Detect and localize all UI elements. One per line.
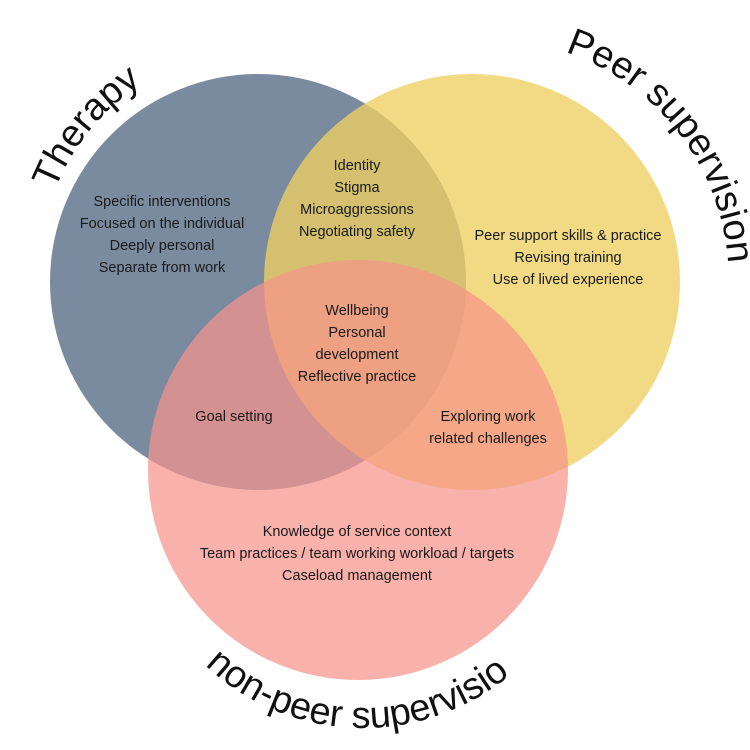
therapy-only-item: Deeply personal xyxy=(110,238,215,254)
nonpeer-only-item: Knowledge of service context xyxy=(263,524,452,540)
therapy-peer-item: Stigma xyxy=(334,180,380,196)
therapy-peer-item: Negotiating safety xyxy=(299,224,416,240)
peer-only-item: Revising training xyxy=(514,250,621,266)
peer-only-item: Use of lived experience xyxy=(493,272,644,288)
therapy-only-item: Specific interventions xyxy=(93,194,230,210)
non-peer-supervision-circle xyxy=(148,260,568,680)
therapy-only-item: Separate from work xyxy=(99,260,226,276)
therapy-nonpeer-item: Goal setting xyxy=(195,409,272,425)
peer-nonpeer-item: related challenges xyxy=(429,431,547,447)
all-three-item: development xyxy=(315,347,398,363)
nonpeer-only-item: Caseload management xyxy=(282,568,432,584)
all-three-item: Reflective practice xyxy=(298,369,416,385)
therapy-peer-item: Identity xyxy=(334,158,381,174)
therapy-peer-item: Microaggressions xyxy=(300,202,414,218)
peer-nonpeer-item: Exploring work xyxy=(440,409,536,425)
all-three-item: Wellbeing xyxy=(325,303,388,319)
therapy-only-item: Focused on the individual xyxy=(80,216,244,232)
peer-only-item: Peer support skills & practice xyxy=(475,228,662,244)
nonpeer-only-item: Team practices / team working workload /… xyxy=(200,546,514,562)
all-three-item: Personal xyxy=(328,325,385,341)
